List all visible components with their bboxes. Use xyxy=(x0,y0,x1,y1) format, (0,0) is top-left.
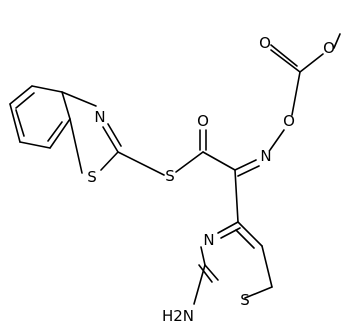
amino-group-label: H2N xyxy=(162,307,194,325)
atom-labels: N S S O N O O O N S H2N xyxy=(87,34,335,325)
atom-o-thioester-carbonyl: O xyxy=(197,112,209,130)
atom-n-benzothiazole: N xyxy=(94,108,105,126)
thioester-chain xyxy=(117,129,236,176)
atom-n-oxime: N xyxy=(260,147,271,165)
oxime-ester-chain xyxy=(234,33,341,177)
atom-o-ester-methoxy: O xyxy=(323,39,335,57)
atom-s-thioester: S xyxy=(165,167,175,185)
atom-o-oxime: O xyxy=(283,112,295,130)
atom-n-thiazole: N xyxy=(203,231,214,249)
benzene-ring xyxy=(9,85,71,149)
aminothiazole-ring xyxy=(193,169,273,305)
atom-o-ester-carbonyl: O xyxy=(259,34,271,52)
atom-s-thiazole: S xyxy=(240,291,250,309)
benzothiazole-thiazole-ring xyxy=(61,91,122,174)
atom-s-benzothiazole: S xyxy=(87,168,97,186)
